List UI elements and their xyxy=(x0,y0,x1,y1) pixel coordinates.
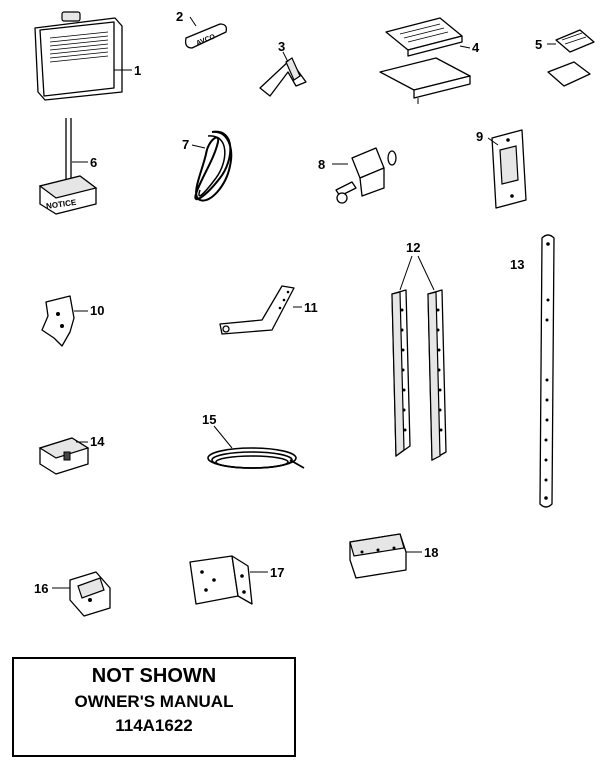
part-5-small-lens xyxy=(547,29,595,87)
owners-manual-label: OWNER'S MANUAL xyxy=(74,692,234,711)
not-shown-box: NOT SHOWN OWNER'S MANUAL 114A1622 xyxy=(12,657,296,757)
callout-2: 2 xyxy=(176,9,183,24)
part-18-l-bracket xyxy=(349,533,422,579)
callout-9: 9 xyxy=(476,129,483,144)
part-8-bracket-bolt xyxy=(332,147,397,204)
callout-14: 14 xyxy=(90,434,105,449)
callout-18: 18 xyxy=(424,545,438,560)
callout-1: 1 xyxy=(134,63,141,78)
callout-16: 16 xyxy=(34,581,48,596)
part-7-bell-wire xyxy=(191,130,233,202)
part-14-connector-block xyxy=(38,437,90,475)
part-13-long-strap xyxy=(539,234,555,508)
callout-17: 17 xyxy=(270,565,284,580)
part-1-control-unit xyxy=(34,11,132,101)
part-number: 114A1622 xyxy=(115,716,193,735)
not-shown-title: NOT SHOWN xyxy=(91,665,217,687)
part-4-lens-cover xyxy=(379,17,471,104)
callout-4: 4 xyxy=(472,40,480,55)
part-3-clip xyxy=(259,51,307,97)
callout-13: 13 xyxy=(510,257,524,272)
callout-7: 7 xyxy=(182,137,189,152)
callout-12: 12 xyxy=(406,240,420,255)
part-17-angle-bracket xyxy=(189,555,268,605)
part-2-logo-plate: AVCO xyxy=(184,16,228,49)
part-6-warning-sign: NOTICE xyxy=(38,118,98,215)
part-9-wall-plate xyxy=(487,129,527,209)
callout-11: 11 xyxy=(304,300,318,315)
part-16-u-bracket xyxy=(52,571,111,617)
sign-text: NOTICE xyxy=(46,198,78,211)
callout-6: 6 xyxy=(90,155,97,170)
callout-8: 8 xyxy=(318,157,325,172)
callout-10: 10 xyxy=(90,303,104,318)
part-10-clip-bracket xyxy=(41,295,88,347)
callout-5: 5 xyxy=(535,37,542,52)
part-15-coiled-wire xyxy=(207,425,305,469)
part-12-angle-rails xyxy=(391,255,447,461)
callout-3: 3 xyxy=(278,39,285,54)
callout-15: 15 xyxy=(202,412,216,427)
part-11-curved-arm xyxy=(219,285,302,335)
